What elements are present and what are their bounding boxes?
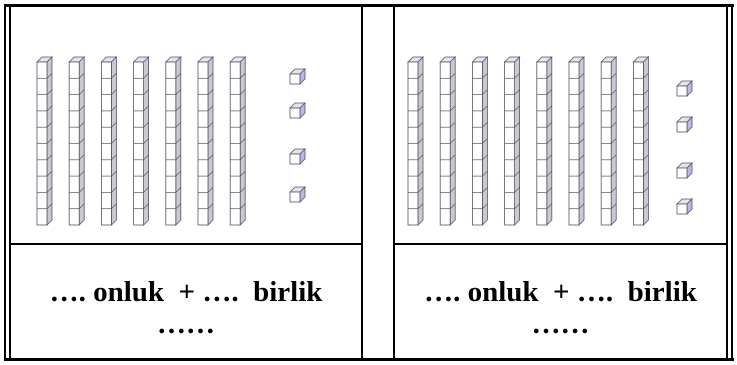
ten-rod: [601, 57, 616, 225]
ten-rod: [440, 57, 455, 225]
base-ten-blocks-left: [11, 7, 361, 243]
answer-blank: ……: [11, 309, 361, 339]
ten-rod: [408, 57, 423, 225]
base-ten-blocks-right: [395, 7, 726, 243]
right-panel-blocks: [395, 7, 726, 243]
ten-rod: [633, 57, 648, 225]
border-bottom: [4, 358, 734, 361]
right-panel-equation: …. onluk + …. birlik ……: [395, 245, 726, 358]
ten-rod: [537, 57, 552, 225]
unit-cube: [677, 199, 692, 214]
unit-cube: [677, 163, 692, 178]
place-value-equation: …. onluk + …. birlik: [395, 275, 726, 309]
unit-cube: [290, 187, 305, 202]
place-value-equation: …. onluk + …. birlik: [11, 275, 361, 309]
separator-left: [361, 4, 363, 361]
ten-rod: [505, 57, 520, 225]
border-right-inner: [726, 4, 728, 361]
answer-blank: ……: [395, 309, 726, 339]
ten-rod: [134, 57, 149, 225]
unit-cube: [677, 117, 692, 132]
border-left-outer: [4, 4, 6, 361]
unit-cube: [290, 103, 305, 118]
ten-rod: [101, 57, 116, 225]
unit-cube: [677, 81, 692, 96]
border-right-outer: [731, 4, 733, 361]
left-panel-blocks: [11, 7, 361, 243]
ten-rod: [69, 57, 84, 225]
ten-rod: [569, 57, 584, 225]
ten-rod: [472, 57, 487, 225]
left-panel-equation: …. onluk + …. birlik ……: [11, 245, 361, 358]
ten-rod: [37, 57, 52, 225]
ten-rod: [230, 57, 245, 225]
ten-rod: [198, 57, 213, 225]
unit-cube: [290, 149, 305, 164]
unit-cube: [290, 69, 305, 84]
ten-rod: [166, 57, 181, 225]
